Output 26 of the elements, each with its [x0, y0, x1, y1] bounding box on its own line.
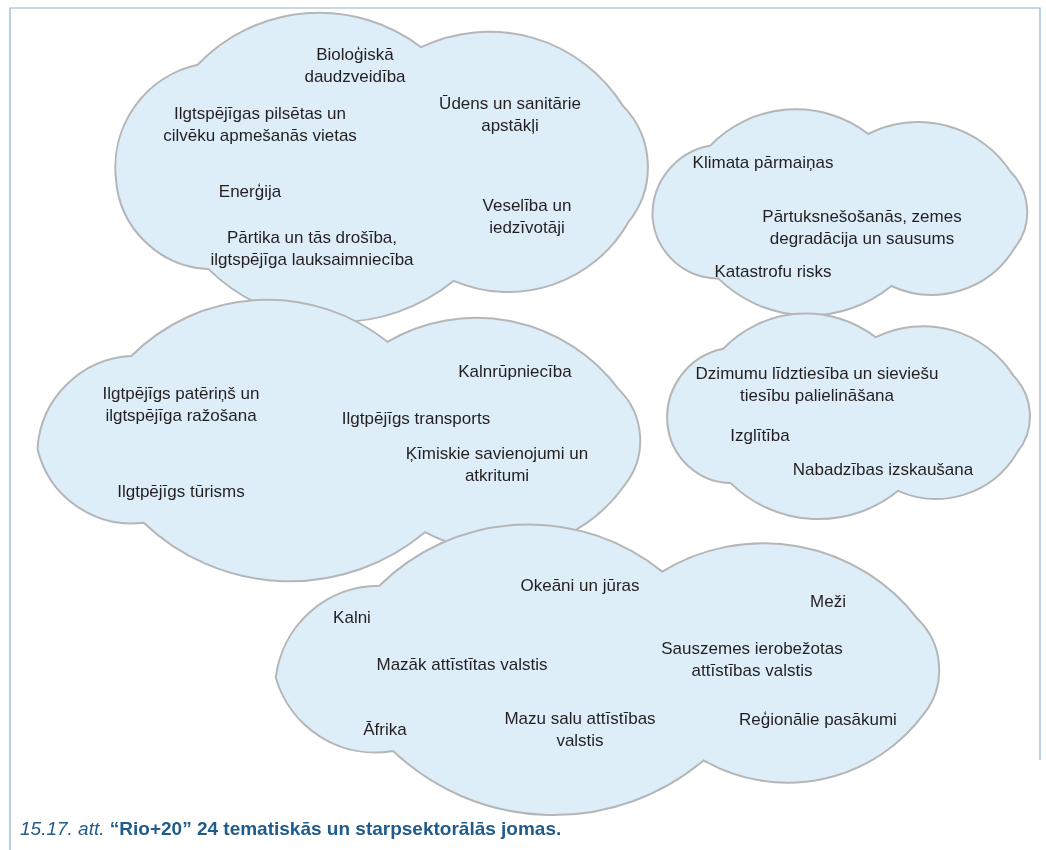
- topic-text: Nabadzības izskaušana: [791, 459, 975, 481]
- topic-text: Mazāk attīstītas valstis: [375, 654, 549, 676]
- topic-text: Kalnrūpniecība: [457, 361, 573, 383]
- topic-text: Āfrika: [362, 719, 408, 741]
- topic-text: Veselība un iedzīvotāji: [481, 195, 573, 239]
- topic-text: Kalni: [332, 607, 372, 629]
- topic-text: Klimata pārmaiņas: [691, 152, 835, 174]
- topic-text: Sauszemes ierobežotas attīstības valstis: [660, 638, 844, 682]
- topic-text: Ilgtpējīgs transports: [340, 408, 492, 430]
- topic-text: Katastrofu risks: [713, 261, 833, 283]
- topic-text: Izglītība: [729, 425, 791, 447]
- topic-text: Enerģija: [217, 181, 283, 203]
- topic-text: Ķīmiskie savienojumi un atkritumi: [404, 443, 590, 487]
- figure-caption: 15.17. att. “Rio+20” 24 tematiskās un starpsektorālās jomas.: [20, 818, 562, 840]
- topic-text: Ūdens un sanitārie apstākļi: [438, 93, 582, 137]
- topic-text: Ilgtpējīgs tūrisms: [116, 481, 246, 503]
- topic-text: Ilgtspējīgas pilsētas un cilvēku apmešanās vietas: [162, 103, 358, 147]
- topic-text: Reģionālie pasākumi: [738, 709, 898, 731]
- topic-text: Ilgtpējīgs patēriņš un ilgtspējīga ražošana: [101, 383, 261, 427]
- topic-text: Mazu salu attīstības valstis: [503, 708, 657, 752]
- topic-text: Dzimumu līdztiesība un sieviešu tiesību palielināšana: [694, 363, 940, 407]
- topic-text: Pārtuksnešošanās, zemes degradācija un sausums: [761, 206, 963, 250]
- topic-text: Meži: [809, 591, 847, 613]
- topic-text: Bioloģiskā daudzveidība: [303, 44, 407, 88]
- topic-text: Okeāni un jūras: [519, 575, 641, 597]
- topic-text: Pārtika un tās drošība, ilgtspējīga lauksaimniecība: [209, 227, 415, 271]
